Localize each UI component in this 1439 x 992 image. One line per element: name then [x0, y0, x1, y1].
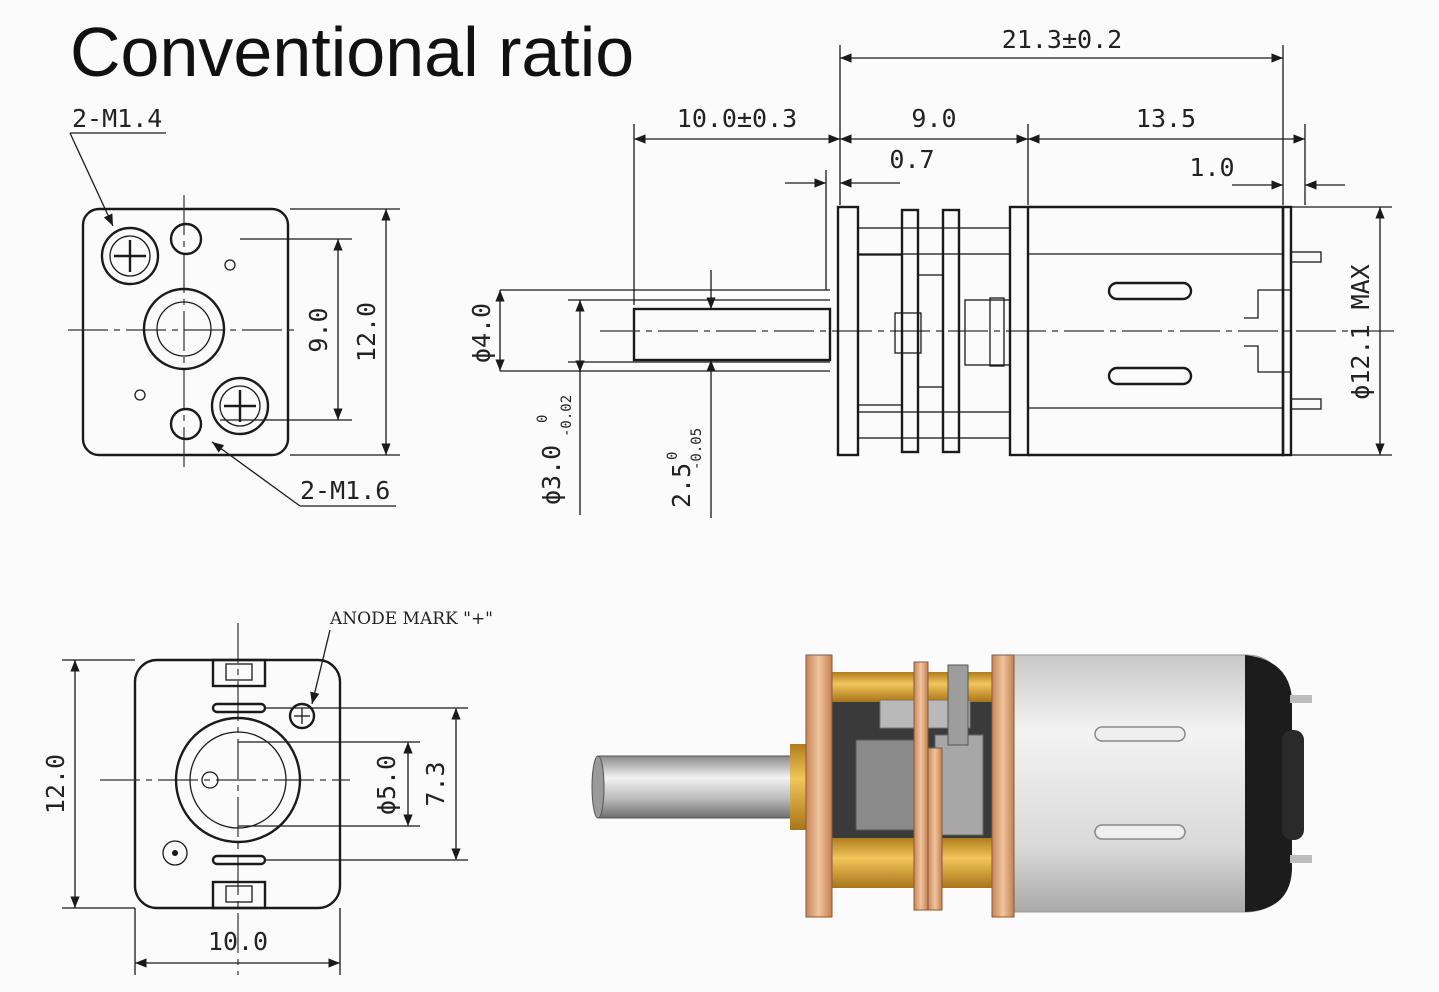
dim-gearbox-length: 9.0 — [911, 104, 956, 133]
flat-tol-upper: 0 — [665, 452, 681, 460]
motor-product-image — [591, 654, 1312, 918]
mounting-screw-bottom-icon — [210, 376, 270, 436]
dim-shaft-length: 10.0±0.3 — [677, 104, 797, 133]
dim-flat-width: 2.5 — [667, 463, 696, 508]
thread-label-m14: 2-M1.4 — [72, 104, 162, 133]
dim-width-bottom: 10.0 — [208, 927, 268, 956]
dim-hole-spacing: 9.0 — [304, 307, 333, 352]
dim-can-diameter: ϕ12.1 MAX — [1346, 264, 1375, 399]
dim-shaft-diameter: ϕ3.0 — [537, 445, 566, 505]
mounting-hole-icon-2 — [169, 407, 203, 441]
mounting-hole-icon — [169, 222, 203, 256]
side-view-motor: 21.3±0.2 10.0±0.3 9.0 13.5 0.7 1.0 ϕ12.1… — [467, 25, 1400, 518]
mounting-screw-top-icon — [100, 226, 160, 286]
rear-view-motor: ANODE MARK "+" 12.0 ϕ5.0 7.3 10.0 — [41, 609, 493, 975]
dim-slot-spacing: 7.3 — [421, 761, 450, 806]
dim-height-top: 12.0 — [352, 302, 381, 362]
dim-height-bottom: 12.0 — [41, 754, 70, 814]
dim-bearing-diameter: ϕ5.0 — [372, 755, 401, 815]
flat-tol-lower: -0.05 — [689, 428, 705, 470]
anode-mark-label: ANODE MARK "+" — [329, 609, 493, 629]
dim-boss-diameter: ϕ4.0 — [467, 303, 496, 363]
output-boss-icon — [142, 287, 226, 371]
dim-motor-length: 13.5 — [1136, 104, 1196, 133]
thread-label-m16: 2-M1.6 — [300, 476, 390, 505]
dim-terminal-offset: 1.0 — [1189, 153, 1234, 182]
dim-plate-thickness: 0.7 — [889, 145, 934, 174]
shaft-tol-upper: 0 — [535, 415, 551, 423]
page-title: Conventional ratio — [70, 13, 634, 91]
anode-mark-icon — [288, 702, 316, 730]
front-view-output-face: 2-M1.4 2-M1.6 9.0 12.0 — [68, 104, 400, 507]
dim-total-length: 21.3±0.2 — [1002, 25, 1122, 54]
shaft-tol-lower: -0.02 — [559, 395, 575, 437]
